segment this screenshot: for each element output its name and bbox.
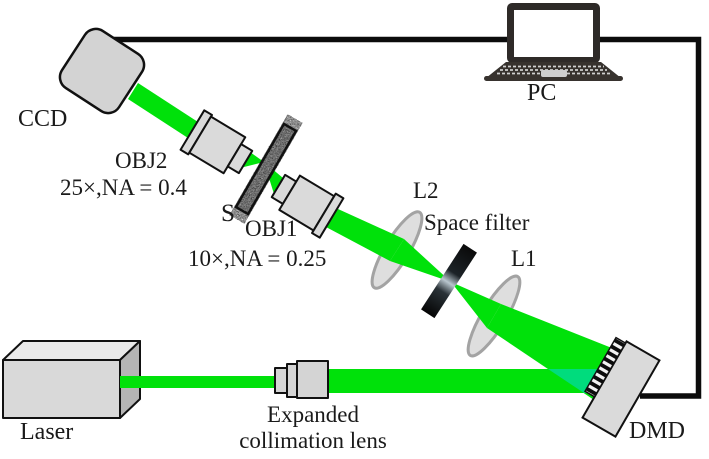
expander-label-line2: collimation lens [239, 428, 387, 453]
space-filter [421, 243, 477, 319]
expander-large-stage [296, 360, 329, 399]
laptop-screen [514, 10, 593, 57]
laser-front-face [2, 359, 121, 419]
objective-obj1 [270, 173, 345, 239]
signal-wire [108, 36, 702, 399]
laser-label: Laser [20, 419, 74, 445]
obj2-label: OBJ2 [115, 148, 168, 173]
dmd-label: DMD [629, 418, 686, 444]
expander-label: Expanded collimation lens [223, 402, 403, 454]
beam-ccd-obj2 [128, 83, 198, 138]
obj1-label: OBJ1 [245, 216, 298, 241]
pc-laptop [484, 3, 623, 81]
laser-top-face [2, 340, 141, 361]
beam-expander [274, 360, 329, 399]
pc-label: PC [527, 80, 557, 106]
beam-obj2-sample [240, 152, 264, 168]
ccd-camera [58, 27, 146, 115]
dmd-mirror-teeth [585, 338, 626, 396]
laptop-base-edge [484, 76, 623, 81]
obj2-spec-label: 25×,NA = 0.4 [60, 175, 187, 200]
space-filter-label: Space filter [424, 210, 530, 235]
beam-filter-l1 [451, 282, 501, 328]
ccd-label: CCD [18, 106, 68, 132]
expander-label-line1: Expanded [267, 402, 359, 427]
sample-speckle-texture [235, 123, 297, 215]
beam-laser-expander [120, 376, 305, 388]
sample-label: S [221, 200, 235, 227]
beam-obj1-l2 [326, 209, 404, 261]
obj1-collar [311, 192, 345, 239]
expander-mid-stage [286, 363, 298, 398]
l2-label: L2 [413, 178, 439, 203]
dmd [581, 336, 661, 438]
objective-obj2 [179, 109, 254, 175]
beam-l2-filter [390, 239, 451, 282]
obj1-spec-label: 10×,NA = 0.25 [188, 246, 327, 271]
laser-box [2, 340, 141, 419]
laptop-touchpad [541, 70, 567, 77]
sample-slide [234, 122, 298, 216]
l1-label: L1 [511, 246, 537, 271]
obj2-tip [226, 143, 254, 175]
beam-expander-dmd [328, 369, 609, 393]
